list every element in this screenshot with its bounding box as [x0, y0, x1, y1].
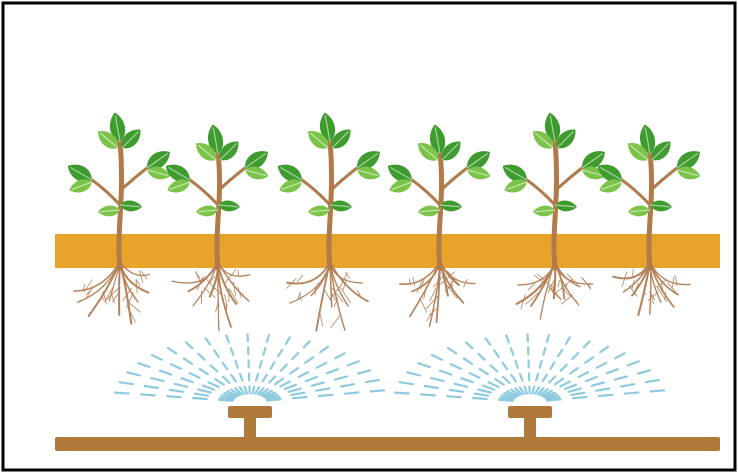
irrigation-pipe: [55, 437, 720, 451]
sprinkler-riser: [524, 416, 536, 439]
soil-band: [55, 234, 720, 268]
sprinkler-riser: [244, 416, 256, 439]
